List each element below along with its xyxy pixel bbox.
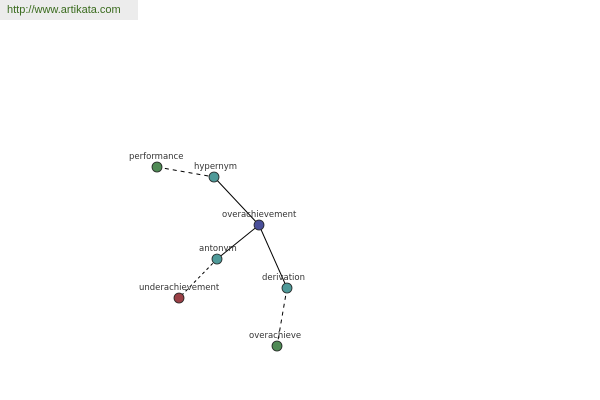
- label-overachievement: overachievement: [222, 210, 297, 220]
- node-performance[interactable]: [151, 161, 163, 173]
- label-overachieve: overachieve: [249, 331, 301, 341]
- url-link[interactable]: http://www.artikata.com: [7, 4, 121, 16]
- label-performance: performance: [129, 152, 183, 162]
- edge-hypernym-center: [213, 176, 260, 226]
- node-overachievement[interactable]: [253, 219, 265, 231]
- label-derivation: derivation: [262, 273, 305, 283]
- edge-derivation-overachieve: [276, 287, 288, 347]
- node-hypernym[interactable]: [208, 171, 220, 183]
- node-derivation[interactable]: [281, 282, 293, 294]
- label-underachievement: underachievement: [139, 283, 220, 293]
- edge-center-antonym: [216, 224, 260, 260]
- edge-performance-hypernym: [156, 166, 215, 178]
- edge-center-derivation: [258, 224, 288, 289]
- node-overachieve[interactable]: [271, 340, 283, 352]
- label-antonym: antonym: [199, 244, 237, 254]
- label-hypernym: hypernym: [194, 162, 237, 172]
- url-banner[interactable]: http://www.artikata.com: [0, 0, 138, 20]
- node-antonym[interactable]: [211, 253, 223, 265]
- node-underachievement[interactable]: [173, 292, 185, 304]
